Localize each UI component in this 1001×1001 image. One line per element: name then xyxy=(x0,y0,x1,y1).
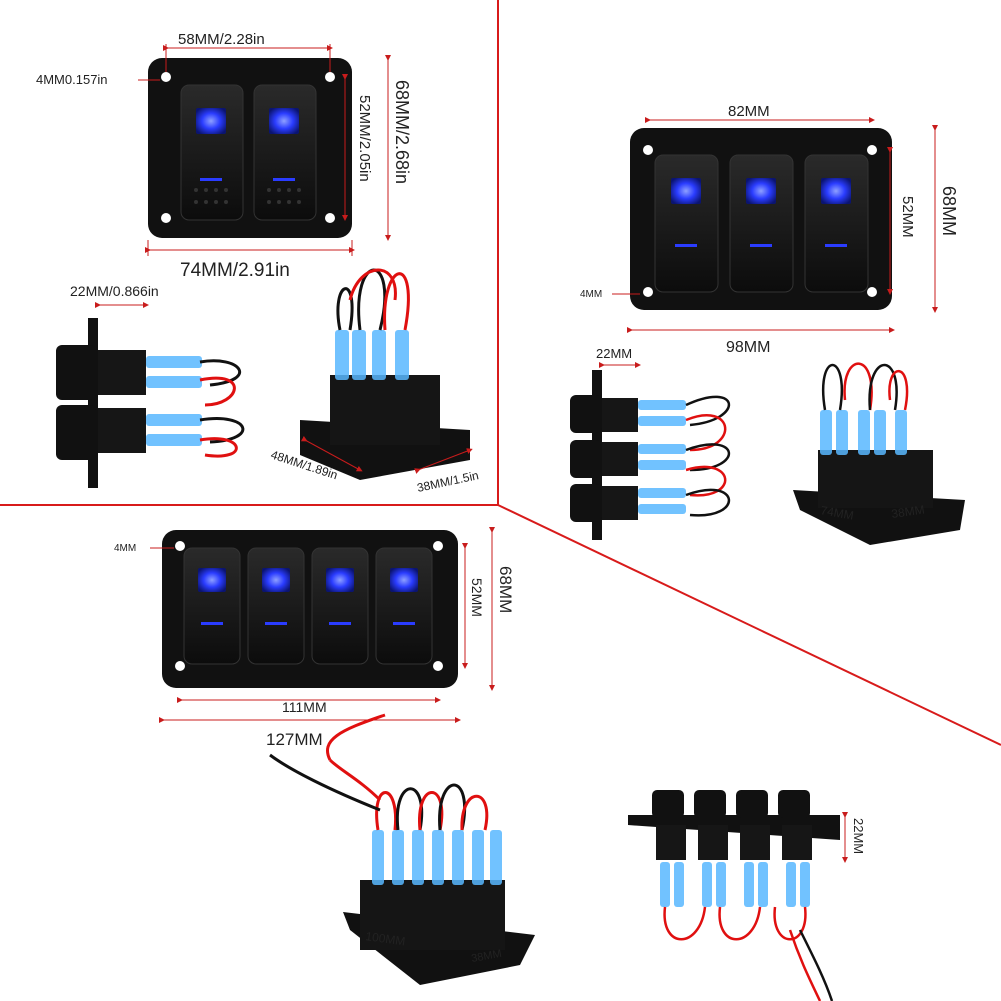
rocker-switch xyxy=(375,547,433,665)
dim-3-back-h: 38MM xyxy=(890,502,925,521)
dim-2-outer-h: 68MM/2.68in xyxy=(392,80,412,184)
back-view-3-gang xyxy=(793,362,965,545)
dim-2-depth: 22MM/0.866in xyxy=(70,283,159,299)
panel-4-gang xyxy=(150,527,495,723)
dim-4-inner-w: 111MM xyxy=(282,699,327,715)
dim-2-width-top: 58MM/2.28in xyxy=(178,31,265,48)
rocker-switch xyxy=(654,154,719,293)
dim-4-depth: 22MM xyxy=(851,818,866,854)
rocker-switch xyxy=(253,84,317,221)
dim-2-inner-h: 52MM/2.05in xyxy=(356,95,373,182)
panel-2-gang xyxy=(138,44,391,256)
dim-4-back-w: 100MM xyxy=(365,929,407,948)
dim-2-hole: 4MM0.157in xyxy=(36,72,108,87)
dim-4-hole: 4MM xyxy=(114,543,136,554)
dim-3-inner-h: 52MM xyxy=(899,196,916,238)
back-view-2-gang xyxy=(300,268,473,480)
panel-3-gang xyxy=(612,117,938,333)
dim-4-outer-w: 127MM xyxy=(266,730,323,749)
dim-3-outer-h: 68MM xyxy=(939,186,959,236)
rocker-switch xyxy=(183,547,241,665)
side-view-4-gang xyxy=(628,790,848,1001)
dim-4-outer-h: 68MM xyxy=(496,566,515,613)
divider-lines xyxy=(0,0,1001,746)
dim-2-back-h: 38MM/1.5in xyxy=(416,468,480,495)
rocker-switch xyxy=(804,154,869,293)
rocker-switch xyxy=(311,547,369,665)
side-view-2-gang xyxy=(56,302,245,488)
back-view-4-gang xyxy=(269,713,535,985)
dim-3-outer-w: 98MM xyxy=(726,339,770,356)
dim-3-hole: 4MM xyxy=(580,289,602,300)
dim-3-width-top: 82MM xyxy=(728,103,770,120)
rocker-switch xyxy=(247,547,305,665)
dim-4-inner-h: 52MM xyxy=(469,578,485,617)
dim-4-back-h: 38MM xyxy=(470,948,502,965)
dim-3-back-w: 74MM xyxy=(819,503,854,523)
dim-3-depth: 22MM xyxy=(596,346,632,361)
rocker-switch xyxy=(729,154,794,293)
rocker-switch xyxy=(180,84,244,221)
dim-2-outer-w: 74MM/2.91in xyxy=(180,260,290,281)
side-view-3-gang xyxy=(570,362,731,540)
